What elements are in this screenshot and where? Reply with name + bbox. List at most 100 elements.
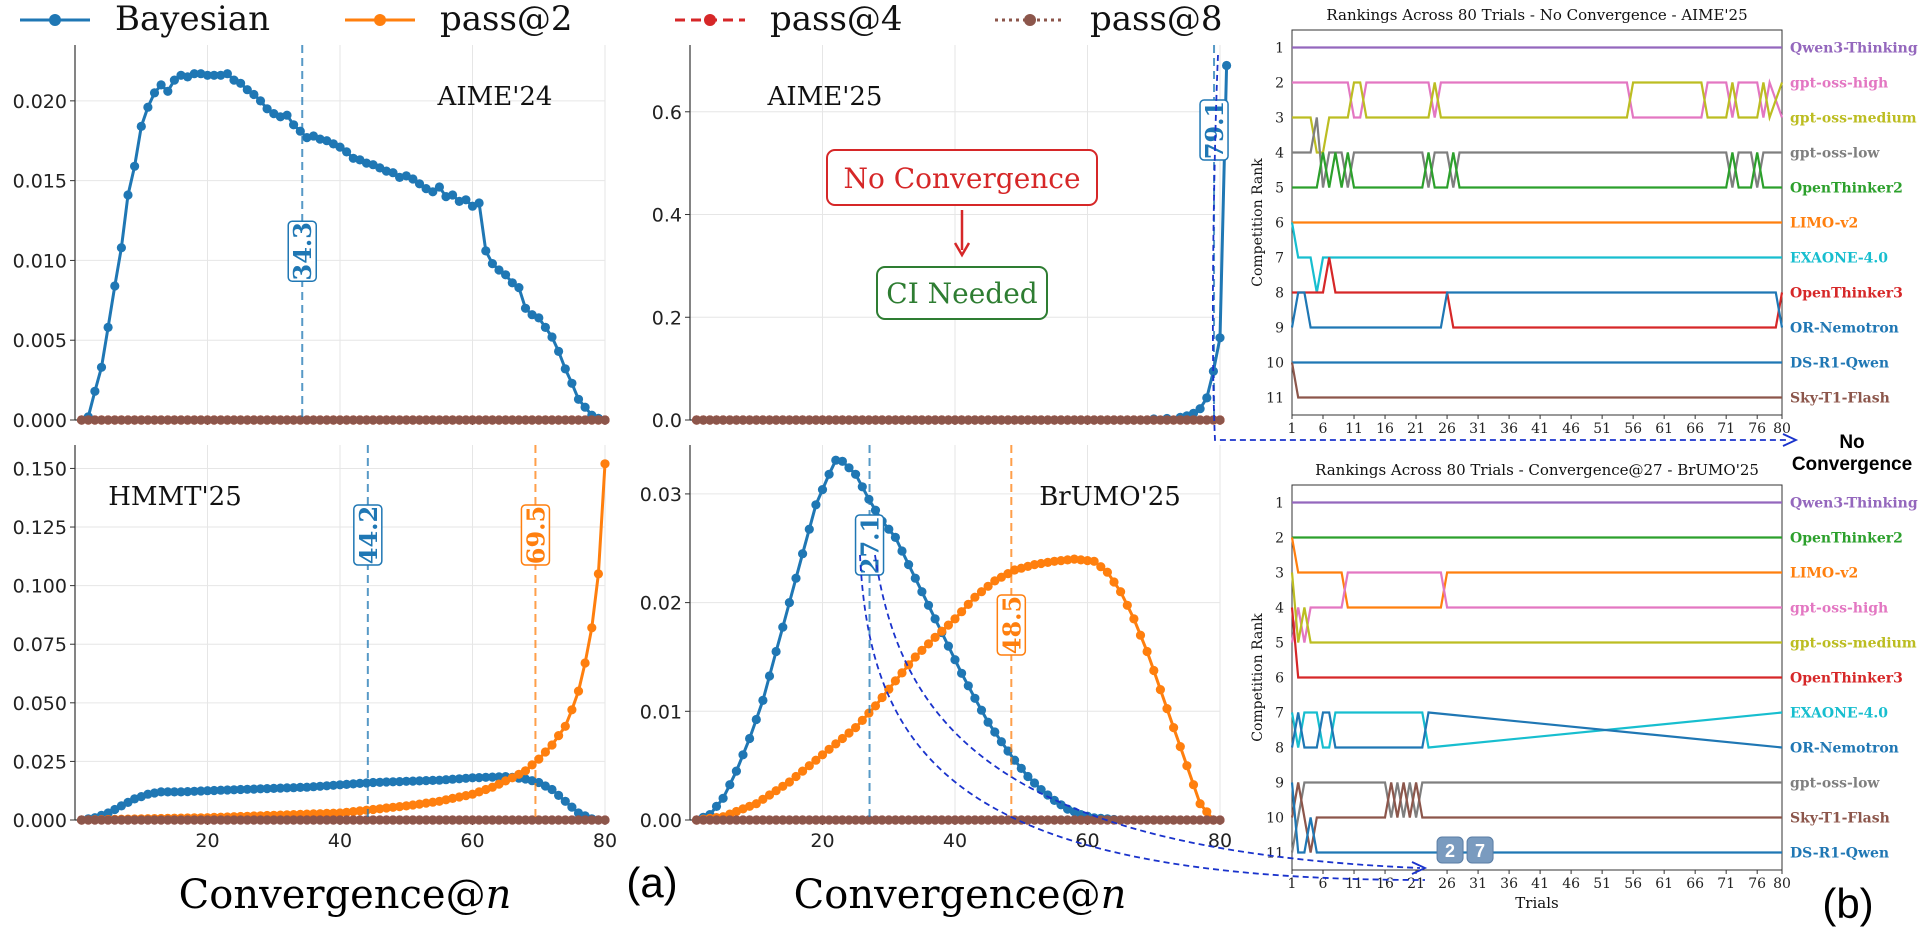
series-point-1	[798, 766, 808, 776]
series-point-3	[527, 815, 537, 825]
series-point-0	[269, 783, 279, 794]
series-point-3	[189, 815, 199, 825]
series-point-1	[930, 632, 940, 643]
series-point-0	[520, 303, 531, 313]
legend-marker-2	[704, 14, 716, 26]
series-point-0	[487, 259, 497, 269]
rank-series-label-0: Qwen3-Thinking	[1790, 496, 1918, 512]
series-point-0	[169, 787, 179, 797]
series-point-3	[1076, 415, 1086, 425]
series-point-3	[1076, 815, 1086, 825]
series-point-1	[342, 807, 352, 817]
series-point-0	[1049, 795, 1059, 806]
series-point-1	[368, 804, 378, 815]
series-point-1	[1162, 704, 1172, 714]
series-point-3	[1063, 415, 1073, 425]
series-point-0	[381, 777, 391, 787]
series-point-3	[1023, 815, 1033, 825]
series-point-0	[817, 485, 828, 495]
series-point-3	[143, 815, 153, 825]
series-point-0	[461, 773, 471, 783]
rank-series-label-2: gpt-oss-medium	[1790, 111, 1917, 127]
connector-brumo-b	[874, 554, 1421, 869]
series-point-3	[242, 415, 252, 425]
series-point-1	[1202, 807, 1212, 817]
series-point-0	[236, 784, 246, 795]
y-tick-label-0: 0.000	[13, 810, 67, 832]
series-point-3	[778, 415, 788, 425]
series-point-0	[90, 386, 100, 396]
series-point-3	[547, 815, 557, 825]
series-point-0	[255, 96, 266, 106]
series-point-1	[328, 808, 338, 818]
series-point-3	[725, 415, 735, 425]
series-point-3	[487, 415, 497, 425]
series-point-3	[718, 815, 728, 825]
series-point-3	[937, 415, 947, 425]
series-point-3	[110, 415, 120, 425]
series-point-3	[910, 415, 920, 425]
series-point-3	[501, 415, 511, 425]
series-point-1	[910, 652, 920, 662]
series-point-3	[454, 415, 464, 425]
rank-tick-7: 8	[1275, 741, 1284, 757]
trial-tick-3: 16	[1376, 876, 1394, 892]
series-point-3	[275, 415, 285, 425]
annotation-box	[826, 149, 1098, 206]
series-point-3	[877, 415, 887, 425]
series-point-1	[970, 592, 980, 602]
series-point-3	[937, 815, 947, 825]
series-point-1	[1175, 742, 1185, 752]
series-point-0	[870, 505, 881, 515]
series-point-3	[90, 415, 100, 425]
series-point-3	[189, 415, 199, 425]
note-line2: Convergence	[1792, 454, 1912, 475]
connector-brumo-head	[1411, 861, 1428, 875]
series-point-3	[169, 815, 179, 825]
series-point-1	[1155, 685, 1165, 695]
series-point-0	[414, 776, 425, 786]
connector-arrows	[859, 54, 1799, 881]
series-point-0	[963, 681, 973, 691]
series-point-3	[1116, 815, 1126, 825]
series-point-0	[851, 469, 861, 479]
y-tick-label-4: 0.020	[13, 91, 67, 113]
rank-line-10	[1290, 362, 1782, 399]
series-point-1	[587, 623, 597, 633]
series-point-3	[897, 415, 907, 425]
series-point-3	[130, 815, 140, 825]
series-point-0	[375, 777, 385, 787]
panel-title: HMMT'25	[108, 482, 242, 512]
rank-tick-9: 10	[1266, 811, 1284, 827]
x-axis-label-left: Convergence@n	[179, 872, 512, 918]
series-point-3	[401, 415, 411, 425]
series-point-3	[1135, 815, 1146, 825]
vline-label-text: 34.3	[288, 222, 317, 280]
series-point-0	[103, 322, 113, 332]
series-point-3	[176, 815, 186, 825]
series-point-3	[1202, 415, 1212, 425]
series-point-3	[395, 815, 405, 825]
rank-line-8	[1290, 781, 1782, 853]
series-point-3	[467, 415, 478, 425]
series-point-3	[315, 815, 325, 825]
series-point-0	[202, 786, 213, 796]
series-point-3	[587, 415, 597, 425]
series-point-0	[448, 774, 458, 784]
series-point-3	[771, 815, 781, 825]
series-point-3	[448, 415, 458, 425]
panel-label-b: (b)	[1822, 880, 1873, 927]
series-point-1	[322, 808, 332, 819]
series-point-3	[1149, 815, 1159, 825]
series-point-1	[315, 809, 325, 819]
series-point-3	[923, 815, 934, 825]
series-point-3	[441, 815, 451, 825]
series-point-0	[328, 780, 338, 790]
series-point-1	[1195, 799, 1205, 809]
legend-marker-0	[49, 14, 61, 26]
series-point-3	[255, 815, 266, 825]
series-point-3	[348, 815, 358, 825]
